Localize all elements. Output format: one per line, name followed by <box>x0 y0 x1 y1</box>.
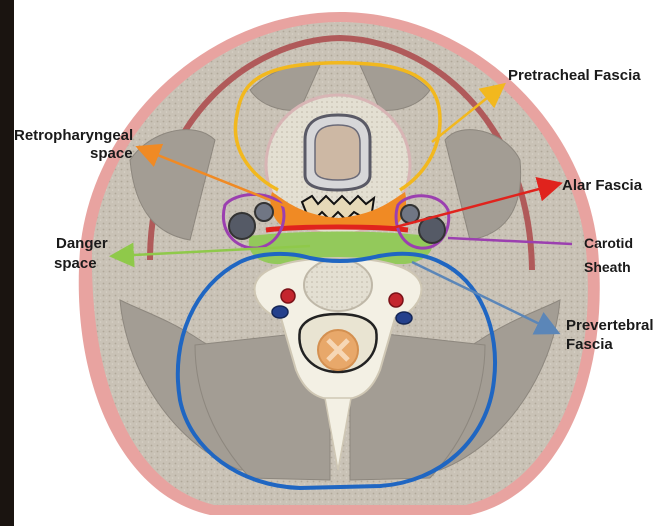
label-prevertebral-line2: Fascia <box>566 336 613 353</box>
label-pretracheal-fascia: Pretracheal Fascia <box>508 67 641 84</box>
label-carotid-line1: Carotid <box>584 235 633 251</box>
vertebral-body <box>304 259 372 311</box>
left-edge-strip <box>0 0 14 526</box>
vertebral-artery-left <box>281 289 295 303</box>
vertebral-vein-left <box>272 306 288 318</box>
label-carotid-line2: Sheath <box>584 259 631 275</box>
vertebral-vein-right <box>396 312 412 324</box>
label-danger-line1: Danger <box>56 235 108 252</box>
label-danger-line2: space <box>54 255 97 272</box>
label-retropharyngeal-line1: Retropharyngeal <box>14 127 133 144</box>
vertebral-artery-right <box>389 293 403 307</box>
label-prevertebral-line1: Prevertebral <box>566 317 654 334</box>
label-alar-fascia: Alar Fascia <box>562 177 643 194</box>
trachea-lumen <box>315 125 360 180</box>
label-retropharyngeal-line2: space <box>90 145 133 162</box>
